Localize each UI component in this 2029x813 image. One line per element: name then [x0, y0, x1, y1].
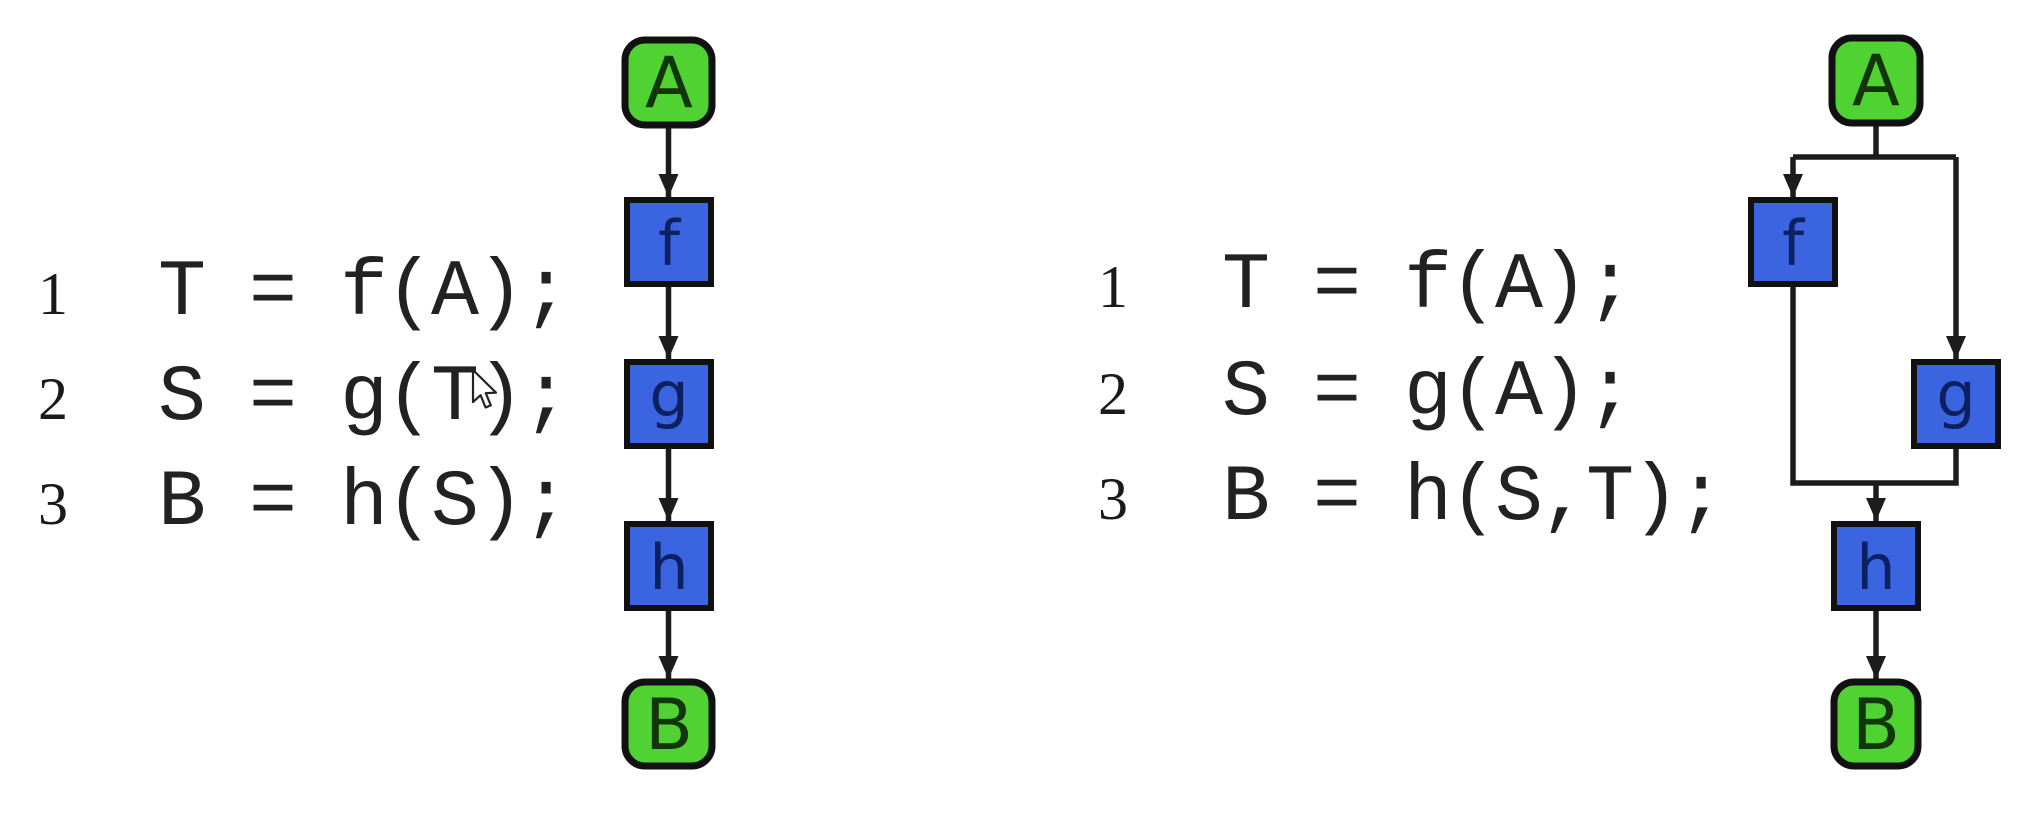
- node-g-label: g: [1936, 358, 1975, 431]
- code-text: B = h(S,T);: [1222, 453, 1725, 544]
- code-block-right: 1 T = f(A); 2 S = g(A); 3 B = h(S,T);: [0, 0, 1725, 543]
- node-f: [624, 197, 714, 287]
- code-text: S = g(T);: [158, 353, 570, 444]
- node-f-label: f: [1782, 207, 1806, 280]
- node-B: [621, 678, 716, 770]
- node-h: [1831, 521, 1921, 611]
- node-A: [621, 36, 716, 129]
- code-line: 1 T = f(A);: [1090, 241, 1634, 332]
- code-text: S = g(A);: [1222, 348, 1634, 439]
- node-g: [1911, 359, 2001, 449]
- node-B-label: B: [645, 684, 693, 766]
- node-B-label: B: [1852, 684, 1900, 766]
- node-g: [624, 359, 714, 449]
- dataflow-graph-left: A f g h B: [621, 36, 716, 770]
- code-text: T = f(A);: [158, 248, 570, 339]
- node-B: [1830, 678, 1922, 770]
- node-f-label: f: [658, 207, 682, 280]
- code-line: 3 B = h(S);: [30, 458, 570, 549]
- node-A-label: A: [1852, 40, 1900, 122]
- line-number: 3: [38, 471, 68, 537]
- code-block-left: 1 T = f(A); 2 S = g(T); 3 B = h(S);: [0, 0, 570, 548]
- code-line: 2 S = g(T);: [30, 353, 570, 444]
- line-number: 1: [1098, 254, 1128, 320]
- code-line: 3 B = h(S,T);: [1090, 453, 1725, 544]
- code-line: 1 T = f(A);: [30, 248, 570, 339]
- dataflow-graph-right: A f g h B: [1748, 34, 2001, 770]
- line-number: 2: [38, 366, 68, 432]
- node-A-label: A: [645, 42, 693, 124]
- code-line: 2 S = g(A);: [1090, 348, 1634, 439]
- line-number: 3: [1098, 466, 1128, 532]
- node-A: [1828, 34, 1924, 127]
- node-h-label: h: [1856, 531, 1895, 604]
- node-h-label: h: [649, 531, 688, 604]
- node-h: [624, 521, 714, 611]
- node-g-label: g: [649, 358, 688, 431]
- line-number: 1: [38, 261, 68, 327]
- line-number: 2: [1098, 361, 1128, 427]
- code-text: T = f(A);: [1222, 241, 1634, 332]
- mouse-cursor-icon: [471, 369, 498, 409]
- code-text: B = h(S);: [158, 458, 570, 549]
- node-f: [1748, 197, 1838, 287]
